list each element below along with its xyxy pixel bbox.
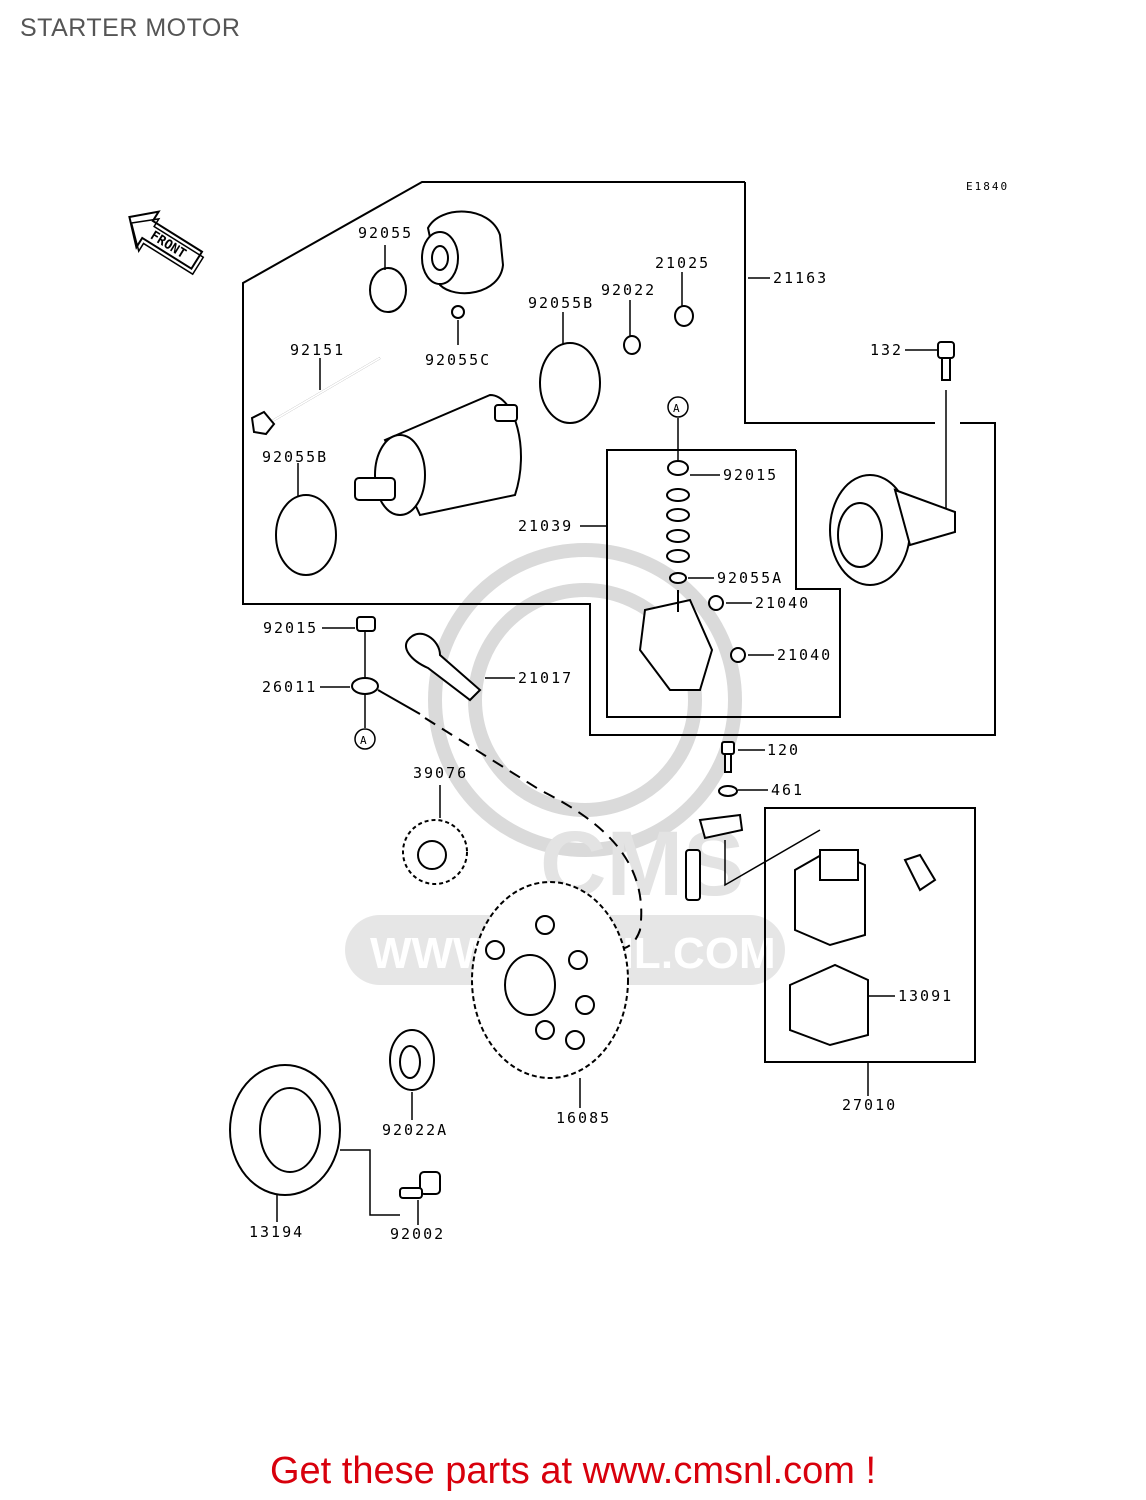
watermark: CMS WWW.CMSNL.COM (345, 543, 785, 985)
label-27010: 27010 (842, 1096, 897, 1114)
label-92002: 92002 (390, 1225, 445, 1243)
through-bolt-92151 (250, 357, 381, 436)
label-92022: 92022 (601, 281, 656, 299)
idle-gear-39076 (402, 819, 468, 885)
label-21040-a: 21040 (755, 594, 810, 612)
label-92055a: 92055A (717, 569, 783, 587)
terminal-boot-21017 (405, 632, 482, 702)
label-13194: 13194 (249, 1223, 304, 1241)
front-arrow-icon: FRONT (128, 210, 205, 276)
label-92015-top: 92015 (723, 466, 778, 484)
starter-gear-16085 (471, 881, 629, 1079)
ref-marker-a-top: A (667, 396, 689, 418)
assembly-outline-21039 (606, 449, 841, 718)
svg-text:A: A (673, 402, 682, 415)
brush-21040-a (708, 595, 724, 611)
assembly-outline-21163 (242, 181, 996, 736)
bolt-92002 (399, 1171, 441, 1199)
parts-diagram: CMS WWW.CMSNL.COM E1840 FRONT (128, 180, 1009, 1243)
motor-yoke-part (354, 393, 522, 517)
diagram-code: E1840 (966, 180, 1009, 193)
label-21039: 21039 (518, 517, 573, 535)
assembly-outline-27010 (764, 807, 976, 1063)
label-92055b-top: 92055B (528, 294, 594, 312)
label-92055b-left: 92055B (262, 448, 328, 466)
washer-21025 (674, 305, 694, 327)
ref-marker-a-bottom: A (354, 728, 376, 750)
relay-part (794, 848, 937, 947)
svg-text:A: A (360, 734, 369, 747)
o-ring-92055b-top (539, 342, 601, 424)
footer-promo-link[interactable]: Get these parts at www.cmsnl.com ! (269, 1450, 877, 1492)
rear-cover-part (421, 210, 505, 295)
label-92022a: 92022A (382, 1121, 448, 1139)
o-ring-92055c (451, 305, 465, 319)
label-132: 132 (870, 341, 903, 359)
front-cover-part (829, 474, 956, 586)
label-92151: 92151 (290, 341, 345, 359)
label-461: 461 (771, 781, 804, 799)
label-26011: 26011 (262, 678, 317, 696)
label-21017: 21017 (518, 669, 573, 687)
relay-cover-13091 (789, 963, 869, 1047)
bolt-132 (937, 341, 955, 381)
leader-lines (276, 245, 937, 1225)
washer-92022 (623, 335, 641, 355)
o-ring-92055b-left (275, 494, 337, 576)
label-92055c: 92055C (425, 351, 491, 369)
label-21025: 21025 (655, 254, 710, 272)
label-92015-left: 92015 (263, 619, 318, 637)
label-21163: 21163 (773, 269, 828, 287)
label-92055: 92055 (358, 224, 413, 242)
o-ring-92055 (369, 267, 407, 313)
relay-lead (685, 741, 744, 901)
label-120: 120 (767, 741, 800, 759)
page-title: STARTER MOTOR (20, 14, 241, 42)
label-16085: 16085 (556, 1109, 611, 1127)
label-21040-b: 21040 (777, 646, 832, 664)
brush-21040-b (730, 647, 746, 663)
clutch-13194 (229, 1064, 341, 1196)
label-13091: 13091 (898, 987, 953, 1005)
brush-plate-part (638, 590, 714, 691)
terminal-stack (666, 460, 690, 584)
label-39076: 39076 (413, 764, 468, 782)
